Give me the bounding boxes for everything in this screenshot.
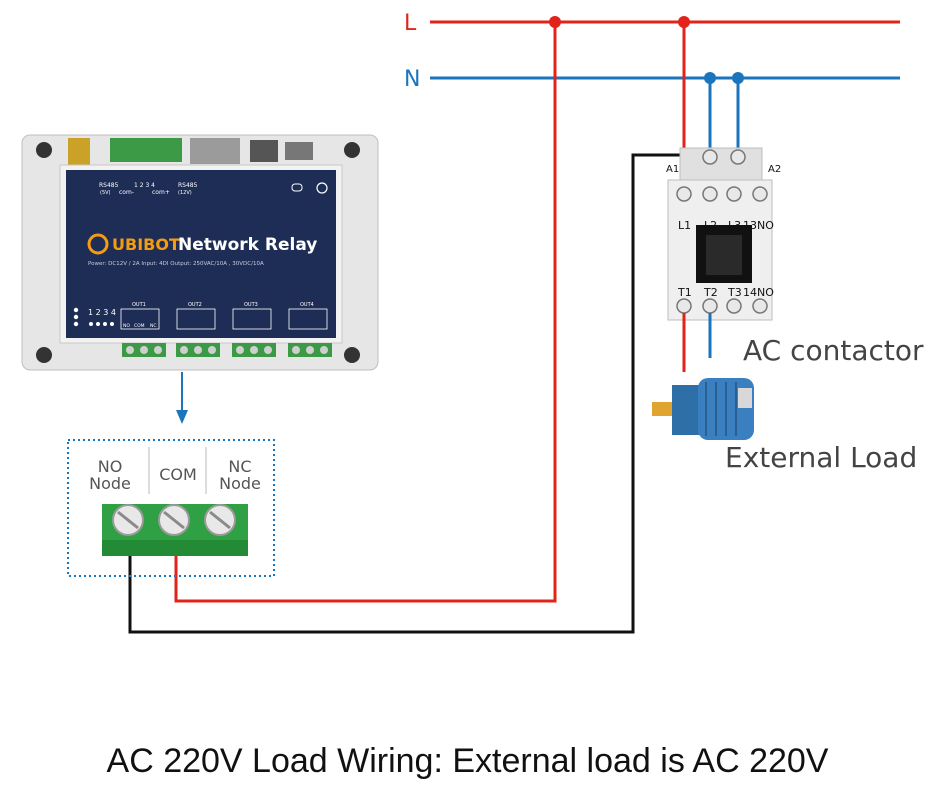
terminal-block-detail: NO Node COM NC Node xyxy=(67,439,275,577)
load-label: External Load xyxy=(725,441,917,474)
out4-label: OUT4 xyxy=(300,302,314,308)
relay-spec: Power: DC12V / 2A Input: 4DI Output: 250… xyxy=(88,261,264,267)
rs485-left-voltage: (5V) xyxy=(100,190,111,196)
term-13no: 13NO xyxy=(743,219,774,232)
diagram-caption: AC 220V Load Wiring: External load is AC… xyxy=(106,742,829,780)
out1-com: COM xyxy=(134,323,145,329)
out2-label: OUT2 xyxy=(188,302,202,308)
term-l2: L2 xyxy=(704,219,717,232)
neutral-junction-dot xyxy=(704,72,716,84)
relay-front-panel xyxy=(66,170,336,298)
out1-nc: NC xyxy=(150,323,157,329)
neutral-line-label: N xyxy=(404,67,420,92)
term-t1: T1 xyxy=(677,286,692,299)
out1-label: OUT1 xyxy=(132,302,146,308)
term-14no: 14NO xyxy=(743,286,774,299)
contactor-label: AC contactor xyxy=(743,334,924,367)
out1-no: NO xyxy=(123,323,130,329)
live-junction-dot-2 xyxy=(678,16,690,28)
com-minus-label: com- xyxy=(119,189,134,196)
terminal-detail-frame xyxy=(67,439,275,577)
term-t2: T2 xyxy=(703,286,718,299)
live-junction-dot xyxy=(549,16,561,28)
relay-title: Network Relay xyxy=(178,235,317,255)
coil-a2-label: A2 xyxy=(768,164,781,175)
term-t3: T3 xyxy=(727,286,742,299)
no-node-label-2: Node xyxy=(89,474,131,493)
live-to-com-wire xyxy=(174,22,557,603)
live-line-label: L xyxy=(404,11,417,36)
term-l3: L3 xyxy=(728,219,741,232)
motor-load-icon xyxy=(652,378,754,440)
control-wire xyxy=(128,153,690,634)
nc-node-label-1: NC xyxy=(228,457,251,476)
rs485-right-voltage: (12V) xyxy=(178,190,192,196)
nc-node-label-2: Node xyxy=(219,474,261,493)
zoom-arrowhead xyxy=(176,410,188,424)
neutral-junction-dot-2 xyxy=(732,72,744,84)
led-digits: 1 2 3 4 xyxy=(88,308,116,317)
out3-label: OUT3 xyxy=(244,302,258,308)
usb-icon xyxy=(291,183,303,192)
ubibot-logo-icon xyxy=(87,233,109,255)
coil-a1-label: A1 xyxy=(666,164,679,175)
no-node-label-1: NO xyxy=(98,457,123,476)
network-relay-device: RS485 (5V) com- 1 2 3 4 RS485 (12V) com+… xyxy=(21,134,379,371)
com-plus-label: com+ xyxy=(152,189,170,196)
rs485-left-label: RS485 xyxy=(99,182,119,189)
gear-icon xyxy=(316,182,328,194)
com-label: COM xyxy=(159,465,197,484)
term-l1: L1 xyxy=(678,219,691,232)
rs485-right-label: RS485 xyxy=(178,182,198,189)
input-digits: 1 2 3 4 xyxy=(134,182,155,189)
brand-name: UBIBOT xyxy=(112,235,180,254)
ac-contactor: A1 A2 L1 L2 L3 13NO T1 T2 T3 14NO xyxy=(666,147,781,321)
